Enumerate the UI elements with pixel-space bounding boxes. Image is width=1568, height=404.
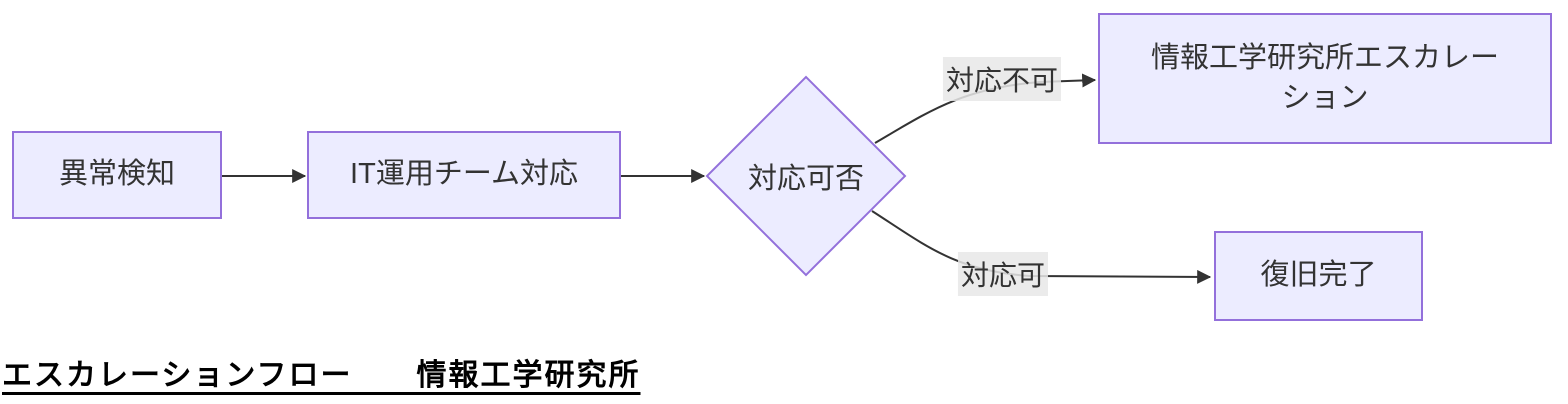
node-recovery-complete: 復旧完了: [1214, 231, 1423, 321]
node-anomaly-detection: 異常検知: [12, 131, 222, 219]
node-decision-label: 対応可否: [747, 163, 865, 195]
node-escalation: 情報工学研究所エスカレーション: [1098, 13, 1552, 144]
node-escalation-label: 情報工学研究所エスカレーション: [1150, 42, 1499, 114]
edge-label-can-handle: 対応可: [957, 252, 1049, 296]
diagram-title: エスカレーションフロー 情報工学研究所: [2, 359, 641, 392]
node-it-ops-team: IT運用チーム対応: [307, 131, 621, 219]
edge-label-cannot-handle: 対応不可: [942, 57, 1062, 101]
node-recovery-complete-label: 復旧完了: [1260, 259, 1377, 292]
node-anomaly-detection-label: 異常検知: [58, 158, 175, 191]
node-it-ops-team-label: IT運用チーム対応: [350, 158, 578, 191]
